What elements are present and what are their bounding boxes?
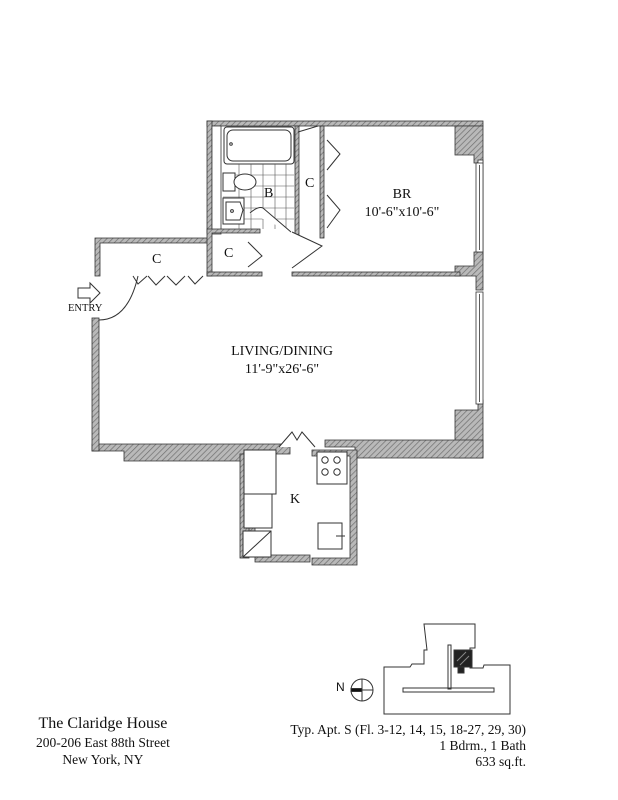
building-info: The Claridge House 200-206 East 88th Str… [36,714,170,768]
living-dimensions: 11'-9"x26'-6" [244,362,320,377]
entry-arrow-icon [77,281,101,305]
entry-label: ENTRY [68,303,103,314]
windows [475,162,484,405]
building-address: 200-206 East 88th Street [36,735,170,750]
bathroom-fixtures [222,125,319,233]
north-label: N [336,680,345,694]
unit-info: Typ. Apt. S (Fl. 3-12, 14, 15, 18-27, 29… [290,722,526,770]
unit-rooms: 1 Bdrm., 1 Bath [439,738,526,753]
compass-icon [350,678,374,702]
room-label-bath: B [264,186,274,201]
unit-area: 633 sq.ft. [475,754,526,769]
room-label-living: LIVING/DINING 11'-9"x26'-6" [212,343,352,379]
room-label-closet-hall: C [224,246,234,261]
room-label-closet-bedroom: C [305,176,315,191]
bedroom-dimensions: 10'-6"x10'-6" [364,205,440,220]
bedroom-name: BR [392,187,412,202]
key-plan [383,623,511,715]
doors [132,139,341,448]
kitchen-fixtures [242,449,348,558]
room-label-closet-entry: C [152,252,162,267]
entry-door-swing [98,275,139,321]
building-name: The Claridge House [38,715,168,732]
building-city: New York, NY [62,752,144,767]
unit-type: Typ. Apt. S (Fl. 3-12, 14, 15, 18-27, 29… [290,722,526,737]
living-name: LIVING/DINING [231,344,333,359]
room-label-kitchen: K [290,492,301,507]
room-label-bedroom: BR 10'-6"x10'-6" [352,186,452,222]
